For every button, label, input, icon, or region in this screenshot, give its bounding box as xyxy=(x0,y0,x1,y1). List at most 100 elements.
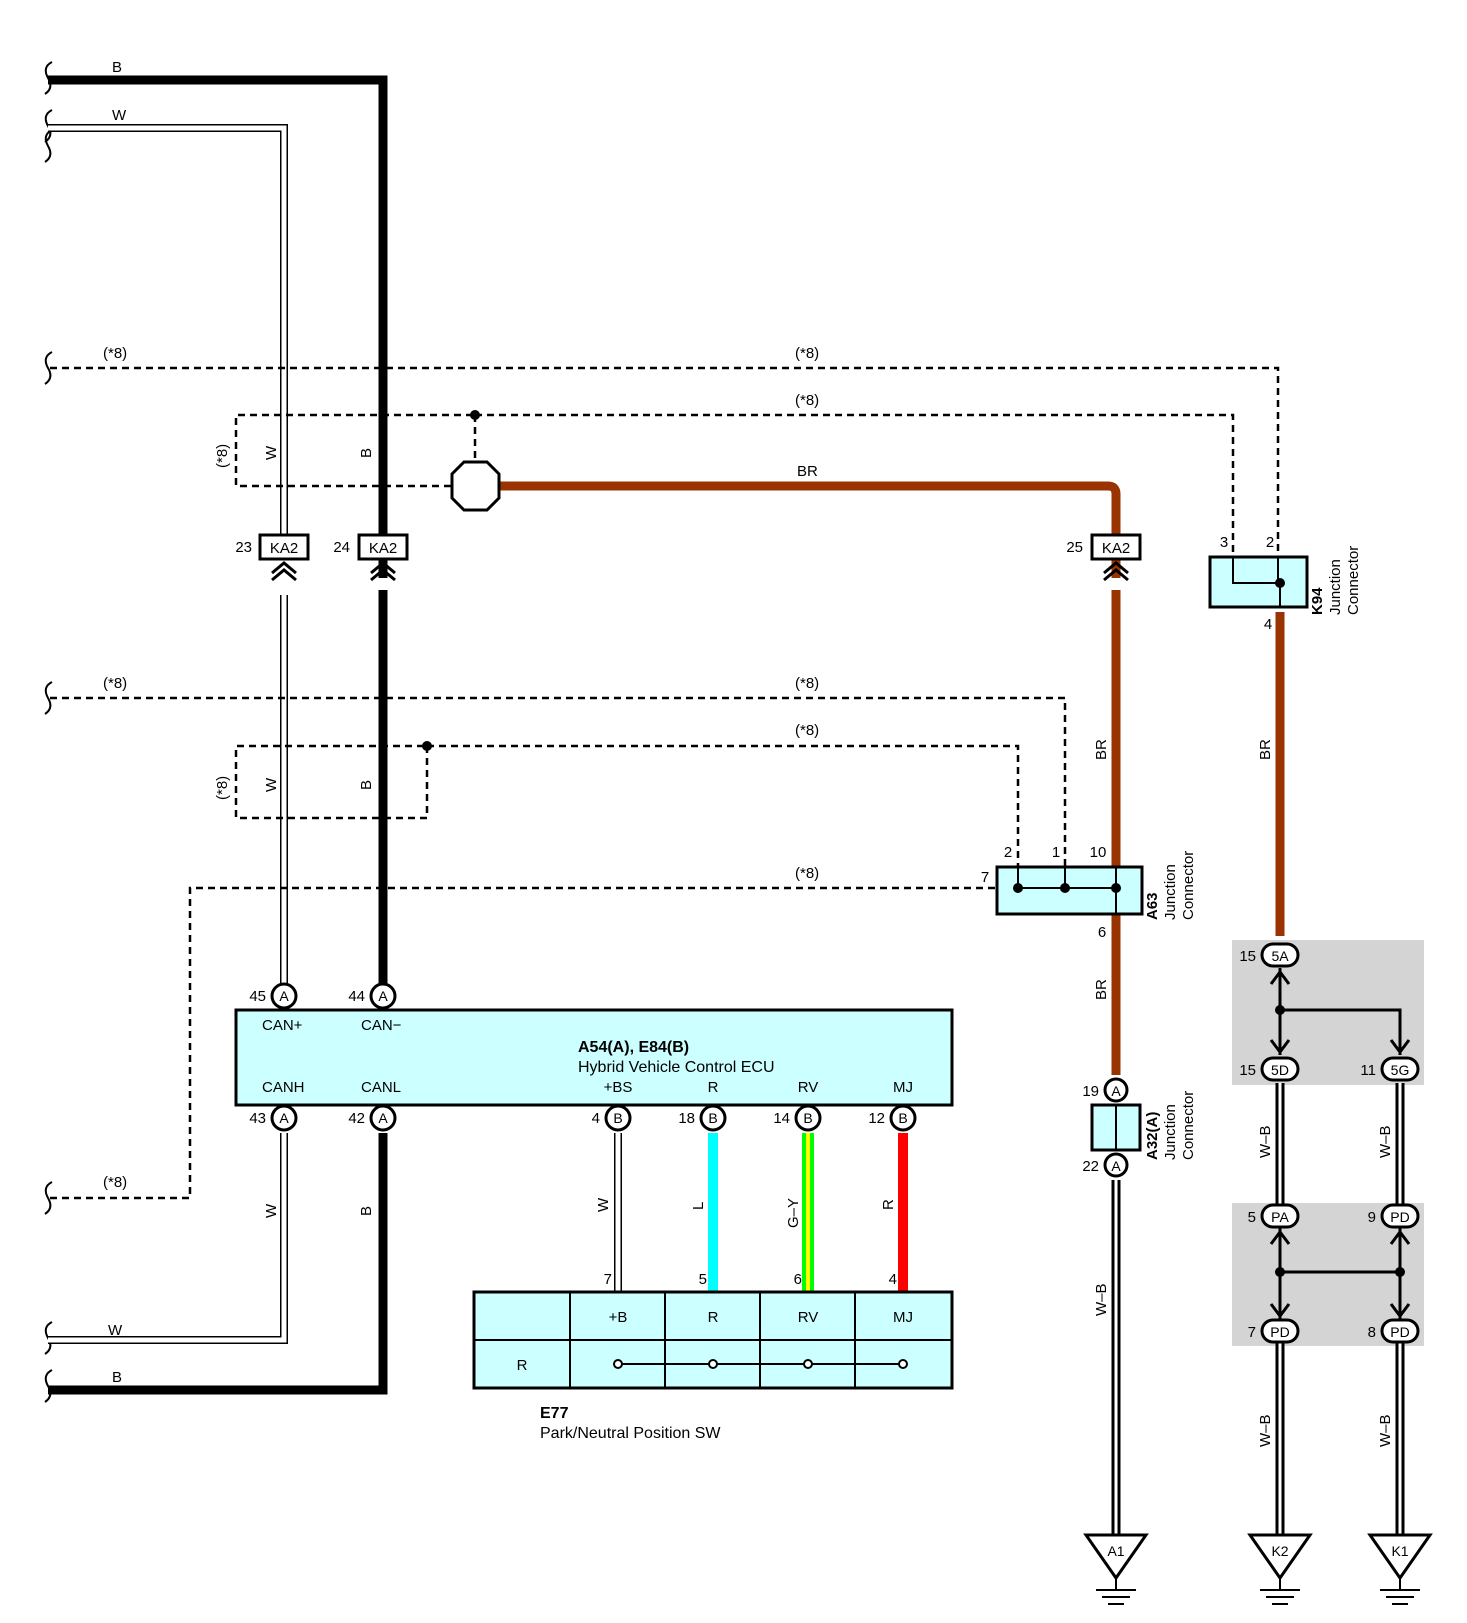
label-w-bs: W xyxy=(595,1197,612,1212)
label-br-v1: BR xyxy=(1093,739,1110,760)
ground-label-K1: K1 xyxy=(1391,1543,1408,1559)
ground-label-A1: A1 xyxy=(1107,1543,1124,1559)
junction-pin-pd-top: PD 9 xyxy=(1368,1203,1420,1229)
ka2-connector-br: KA2 25 xyxy=(1066,533,1142,582)
a32-pin19-code: A xyxy=(1111,1083,1121,1099)
pn-switch-name: Park/Neutral Position SW xyxy=(540,1425,721,1442)
ka2-connector-b: KA2 24 xyxy=(333,533,409,582)
junction-pd-bl-pin: 7 xyxy=(1248,1324,1256,1341)
junction-pd-top-code: PD xyxy=(1390,1209,1409,1225)
a32-subtitle: Connector xyxy=(1180,1091,1197,1160)
ecu-bottom-pin-43: A43 xyxy=(249,1104,298,1132)
ecu-bottom-pin-12-number: 12 xyxy=(868,1110,885,1127)
junction-p-node-right xyxy=(1395,1267,1405,1277)
ecu-bottom-pin-14: B 14 xyxy=(773,1104,822,1132)
pn-header-3: MJ xyxy=(893,1309,913,1326)
junction-pd-br-pin: 8 xyxy=(1368,1324,1376,1341)
ecu-top-pin-45-code: A xyxy=(279,988,289,1004)
junction-pa-code: PA xyxy=(1271,1209,1289,1225)
label-w-v2: W xyxy=(263,777,280,792)
junction-5a-pin: 15 xyxy=(1239,948,1256,965)
wire-labels: B W (*8) (*8) (*8) (*8) W B BR (*8) (*8)… xyxy=(103,59,1394,1447)
shield-lines xyxy=(50,366,1280,1200)
ecu-bottom-pin-12-code: B xyxy=(898,1110,907,1126)
ecu-bottom-pin-43-number: 43 xyxy=(249,1110,266,1127)
label-s8-w2: (*8) xyxy=(214,776,231,800)
ecu-bottom-pin-label-14: RV xyxy=(798,1079,819,1096)
pn-row-label: R xyxy=(517,1357,528,1374)
junction-pin-5a: 5A 15 xyxy=(1239,942,1300,968)
label-b-v1: B xyxy=(358,448,375,458)
pn-contact-2 xyxy=(803,1359,813,1369)
ground-label-K2: K2 xyxy=(1271,1543,1288,1559)
label-s8-3-left: (*8) xyxy=(103,675,127,692)
grounds: A1 K2 K1 xyxy=(1083,1533,1433,1605)
ground-K1: K1 xyxy=(1367,1533,1433,1605)
junction-5g-code: 5G xyxy=(1391,1062,1410,1078)
ecu-bottom-pin-14-code: B xyxy=(803,1110,812,1126)
ka2-connector-w: KA2 23 xyxy=(235,533,310,582)
label-s8-1-left: (*8) xyxy=(103,345,127,362)
ecu-box: A54(A), E84(B) Hybrid Vehicle Control EC… xyxy=(234,1008,954,1107)
a32-pin-19: 19 xyxy=(1082,1083,1099,1100)
pn-contact-3 xyxy=(898,1359,908,1369)
label-s8-5: (*8) xyxy=(795,865,819,882)
pn-contact-0 xyxy=(613,1359,623,1369)
label-s8-6: (*8) xyxy=(103,1174,127,1191)
ecu-top-pin-44-number: 44 xyxy=(348,988,365,1005)
junction-pin-5g: 5G 11 xyxy=(1360,1056,1420,1082)
label-w-bottom: W xyxy=(108,1322,123,1339)
label-br-v2: BR xyxy=(1257,739,1274,760)
ecu-bottom-pin-18-code: B xyxy=(708,1110,717,1126)
junction-pd-top-pin: 9 xyxy=(1368,1209,1376,1226)
label-w-v3: W xyxy=(263,1203,280,1218)
shield-node-mid xyxy=(422,741,432,751)
ka2-w-code: KA2 xyxy=(270,540,298,557)
junction-pin-pd-bottom-right: PD 8 xyxy=(1368,1318,1420,1344)
ka2-b-code: KA2 xyxy=(369,540,397,557)
wire-w-can-plus xyxy=(48,124,288,1344)
pn-contact-1 xyxy=(708,1359,718,1369)
ecu-bottom-pin-42-code: A xyxy=(378,1110,388,1126)
a32-pin22-code: A xyxy=(1111,1158,1121,1174)
k94-pin-4: 4 xyxy=(1264,616,1272,633)
ecu-top-pin-label-44: CAN− xyxy=(361,1017,402,1034)
ecu-bottom-pin-4-code: B xyxy=(613,1110,622,1126)
label-b-bottom: B xyxy=(112,1369,122,1386)
ecu-name: Hybrid Vehicle Control ECU xyxy=(578,1059,775,1076)
label-wb-4: W–B xyxy=(1377,1414,1394,1447)
junction-5a-code: 5A xyxy=(1271,948,1289,964)
a63-pin-2: 2 xyxy=(1004,844,1012,861)
pn-header-1: R xyxy=(708,1309,719,1326)
junction-pin-pa: PA 5 xyxy=(1248,1203,1300,1229)
label-s8-4: (*8) xyxy=(795,722,819,739)
ecu-bottom-pin-label-4: +BS xyxy=(604,1079,633,1096)
label-l-r: L xyxy=(690,1202,707,1210)
a32-title: Junction xyxy=(1162,1104,1179,1160)
label-s8-3-right: (*8) xyxy=(795,675,819,692)
label-br-h: BR xyxy=(797,463,818,480)
pn-pin-3: 4 xyxy=(889,1271,897,1288)
k94-id: K94 xyxy=(1309,587,1326,615)
a32-id: A32(A) xyxy=(1144,1112,1161,1160)
ka2-br-pin: 25 xyxy=(1066,539,1083,556)
junction-5d-pin: 15 xyxy=(1239,1062,1256,1079)
k94-pin-3: 3 xyxy=(1220,534,1228,551)
ecu-bottom-pin-14-number: 14 xyxy=(773,1110,790,1127)
ecu-top-pin-45: A45 xyxy=(249,982,298,1010)
junction-5d-code: 5D xyxy=(1271,1062,1289,1078)
junction-pd-br-code: PD xyxy=(1390,1324,1409,1340)
ecu-bottom-pin-label-18: R xyxy=(708,1079,719,1096)
pn-header-2: RV xyxy=(798,1309,819,1326)
shield-node-top xyxy=(470,410,480,420)
ka2-w-pin: 23 xyxy=(235,539,252,556)
wire-b-can-minus xyxy=(48,75,388,1395)
ecu-bottom-pin-label-42: CANL xyxy=(361,1079,401,1096)
ground-K2: K2 xyxy=(1247,1533,1313,1605)
pn-switch-id: E77 xyxy=(540,1405,569,1422)
label-r-mj: R xyxy=(880,1199,897,1210)
a63-subtitle: Connector xyxy=(1180,851,1197,920)
